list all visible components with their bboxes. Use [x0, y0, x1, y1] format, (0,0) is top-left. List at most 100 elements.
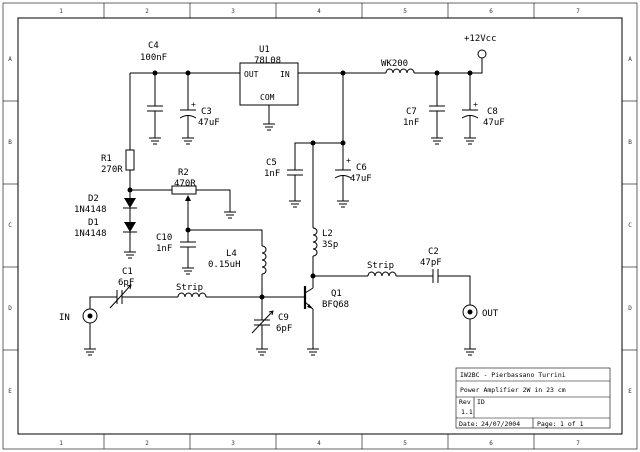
capacitor-c8: + C8 47uF	[461, 73, 505, 145]
c5-value: 1nF	[264, 169, 280, 179]
title-text: Power Amplifier 2W in 23 cm	[460, 386, 566, 394]
row-marker-left: D	[8, 305, 12, 312]
title-block: IW2BC - Pierbassano Turrini Power Amplif…	[455, 367, 611, 429]
c1-value: 6pF	[118, 278, 134, 288]
c8-value: 47uF	[483, 118, 505, 128]
u1-in-pin: IN	[280, 70, 290, 79]
capacitor-c5: C5 1nF	[264, 142, 343, 208]
c6-value: 47uF	[350, 174, 372, 184]
transistor-q1: Q1 BFQ68	[303, 286, 349, 356]
resistor-r1: R1 270R	[101, 149, 135, 198]
diode-d2: D2 1N4148	[74, 194, 137, 222]
u1-value: 78L08	[254, 56, 281, 66]
c7-ref: C7	[406, 107, 417, 117]
col-marker-top: 5	[403, 8, 407, 15]
vcc-terminal	[477, 49, 487, 59]
diode-d1: D1 1N4148	[74, 218, 137, 259]
col-marker-bottom: 3	[231, 440, 235, 447]
q1-value: BFQ68	[322, 300, 349, 310]
c4-value: 100nF	[140, 53, 167, 63]
resistor-r2: R2 470R	[130, 168, 237, 230]
col-marker-top: 2	[145, 8, 149, 15]
q1-ref: Q1	[331, 289, 342, 299]
input-port: IN	[59, 296, 117, 356]
col-marker-top: 1	[59, 8, 63, 15]
d1-value: 1N4148	[74, 229, 107, 239]
u1-com-pin: COM	[260, 93, 275, 102]
col-marker-top: 6	[489, 8, 493, 15]
col-marker-top: 7	[576, 8, 580, 15]
row-marker-left: E	[8, 388, 12, 395]
c2-value: 47pF	[420, 258, 442, 268]
row-marker-right: A	[628, 56, 632, 63]
strip-input: Strip	[122, 283, 305, 298]
row-marker-right: B	[628, 139, 632, 146]
c9-ref: C9	[278, 313, 289, 323]
col-marker-bottom: 1	[59, 440, 63, 447]
column-markers: 1 2 3 4 5 6 7 1 2 3 4 5 6 7	[59, 8, 580, 447]
date-label: Date:	[459, 420, 479, 428]
inductor-l4: L4 0.15uH	[188, 229, 267, 297]
col-marker-bottom: 6	[489, 440, 493, 447]
r1-value: 270R	[101, 165, 123, 175]
l4-value: 0.15uH	[208, 260, 241, 270]
l2-ref: L2	[322, 229, 333, 239]
choke-wk200: WK200	[381, 59, 415, 74]
c9-value: 6pF	[276, 324, 292, 334]
capacitor-c3: + C3 47uF	[179, 73, 220, 145]
author-text: IW2BC - Pierbassano Turrini	[460, 371, 566, 379]
row-marker-right: C	[628, 222, 632, 229]
col-marker-bottom: 5	[403, 440, 407, 447]
l4-ref: L4	[226, 249, 237, 259]
col-marker-top: 4	[317, 8, 321, 15]
c10-value: 1nF	[156, 244, 172, 254]
col-marker-bottom: 4	[317, 440, 321, 447]
strip-output: Strip	[313, 261, 433, 277]
supply-label: +12Vcc	[464, 34, 497, 44]
rev-label: Rev	[459, 398, 471, 406]
variable-capacitor-c1: C1 6pF	[109, 267, 134, 309]
page-value: 1 of 1	[560, 420, 584, 428]
svg-text:+: +	[346, 156, 351, 165]
row-marker-left: B	[8, 139, 12, 146]
c3-value: 47uF	[198, 118, 220, 128]
l2-value: 3Sp	[322, 240, 338, 250]
c2-ref: C2	[428, 247, 439, 257]
col-marker-bottom: 2	[145, 440, 149, 447]
r1-ref: R1	[101, 154, 112, 164]
strip-in-label: Strip	[176, 283, 203, 293]
capacitor-c4: C4 100nF	[140, 41, 167, 145]
strip-out-label: Strip	[367, 261, 394, 271]
supply-wiring	[129, 49, 487, 150]
c4-ref: C4	[148, 41, 159, 51]
capacitor-c6: + C6 47uF	[334, 143, 372, 208]
date-value: 24/07/2004	[481, 420, 520, 428]
c10-ref: C10	[156, 233, 172, 243]
row-marker-right: E	[628, 388, 632, 395]
row-marker-right: D	[628, 305, 632, 312]
d2-value: 1N4148	[74, 205, 107, 215]
wk200-ref: WK200	[381, 59, 408, 69]
u1-ref: U1	[259, 45, 270, 55]
capacitor-c10: C10 1nF	[156, 230, 196, 275]
regulator-u1: U1 78L08 OUT IN COM	[239, 45, 299, 131]
u1-out-pin: OUT	[244, 70, 259, 79]
d1-ref: D1	[88, 218, 99, 228]
svg-text:+: +	[473, 100, 478, 109]
page-label: Page:	[537, 420, 557, 428]
c3-ref: C3	[201, 107, 212, 117]
c7-value: 1nF	[403, 118, 419, 128]
variable-capacitor-c9: C9 6pF	[251, 297, 292, 356]
inductor-l2: L2 3Sp	[312, 143, 338, 288]
col-marker-top: 3	[231, 8, 235, 15]
row-marker-left: A	[8, 56, 12, 63]
id-label: ID	[477, 398, 485, 406]
r2-value: 470R	[174, 179, 196, 189]
d2-ref: D2	[88, 194, 99, 204]
c5-ref: C5	[266, 158, 277, 168]
capacitor-c7: C7 1nF	[403, 73, 445, 145]
r2-ref: R2	[178, 168, 189, 178]
row-markers: A B C D E A B C D E	[8, 56, 632, 395]
